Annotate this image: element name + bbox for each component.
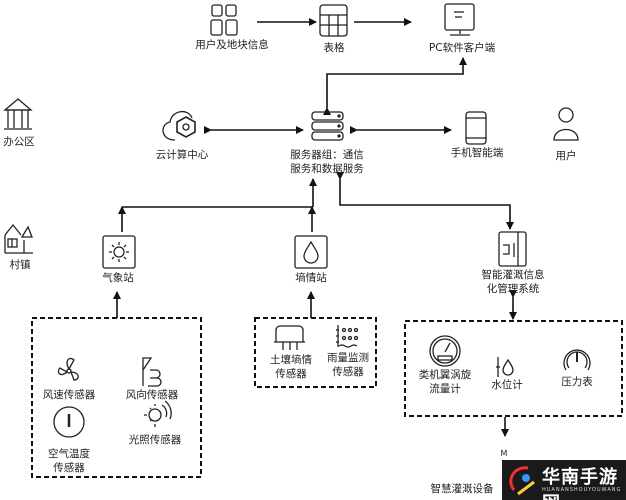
smartphone-icon	[465, 111, 487, 145]
arrow-server-to-irrigation	[336, 172, 514, 230]
soil-sensor-label-line2: 传感器	[275, 368, 307, 380]
building-icon	[3, 98, 33, 130]
irrigation-system-label-line2: 化管理系统	[486, 283, 540, 295]
table-label: 表格	[323, 42, 345, 54]
server-stack-icon	[311, 111, 344, 141]
watermark-emblem-icon	[509, 466, 535, 496]
pressure-gauge-icon	[563, 349, 591, 371]
user-label: 用户	[555, 150, 577, 162]
user-icon	[553, 107, 579, 141]
cloud-center-label: 云计算中心	[155, 149, 209, 161]
soil-sensor-group	[254, 317, 377, 388]
irrigation-device-group	[404, 320, 623, 417]
light-sensor-icon	[144, 400, 172, 427]
server-label-line2: 服务和数据服务	[290, 163, 364, 175]
water-level-label: 水位计	[491, 379, 523, 391]
rain-sensor-label-line1: 雨量监测	[327, 352, 369, 364]
wind-fan-icon	[57, 357, 79, 381]
monitor-icon	[444, 3, 475, 36]
pressure-gauge-label: 压力表	[561, 376, 593, 388]
watermark-subtitle: HUANANSHOUYOUWANG	[542, 487, 622, 493]
server-label-line1: 服务器组：通信	[290, 149, 364, 161]
thermometer-icon	[53, 406, 85, 438]
user-plot-info-label: 用户及地块信息	[195, 39, 269, 51]
soil-station-label: 墒情站	[295, 272, 327, 284]
watermark-title: 华南手游网	[542, 467, 618, 500]
flowmeter-icon	[429, 335, 461, 367]
village-icon	[4, 223, 33, 254]
irrigation-system-icon	[498, 231, 527, 267]
table-icon	[319, 4, 348, 37]
water-level-icon	[496, 357, 514, 377]
wind-direction-sensor-label: 风向传感器	[125, 389, 179, 401]
weather-sensor-group	[31, 317, 202, 478]
m-label: M	[500, 449, 508, 458]
soil-probe-icon	[274, 325, 305, 350]
mobile-label: 手机智能端	[450, 147, 504, 159]
flowmeter-label-line1: 类机翼涡旋	[418, 369, 472, 381]
village-label: 村镇	[9, 259, 31, 271]
soil-station-icon	[294, 235, 328, 269]
wind-vane-icon	[142, 357, 162, 387]
air-temp-sensor-label-line2: 传感器	[53, 462, 85, 474]
cloud-computing-icon	[162, 111, 196, 141]
irrigation-system-label-line1: 智能灌溉信息	[481, 269, 545, 281]
light-sensor-label: 光照传感器	[128, 434, 182, 446]
flowmeter-label-line2: 流量计	[429, 383, 461, 395]
wind-speed-sensor-label: 风速传感器	[42, 389, 96, 401]
pc-client-label: PC软件客户端	[428, 42, 496, 54]
air-temp-sensor-label-line1: 空气温度	[48, 448, 90, 460]
arrow-server-pc	[323, 57, 467, 115]
weather-station-icon	[102, 235, 136, 269]
office-label: 办公区	[3, 136, 35, 148]
watermark-logo: 华南手游网 HUANANSHOUYOUWANG	[502, 460, 626, 500]
smart-irrigation-label: 智慧灌溉设备	[430, 483, 494, 495]
grid-blocks-icon	[210, 4, 238, 36]
rain-sensor-label-line2: 传感器	[332, 366, 364, 378]
soil-sensor-label-line1: 土壤墒情	[270, 354, 312, 366]
rain-gauge-icon	[336, 325, 359, 348]
weather-station-label: 气象站	[102, 272, 134, 284]
